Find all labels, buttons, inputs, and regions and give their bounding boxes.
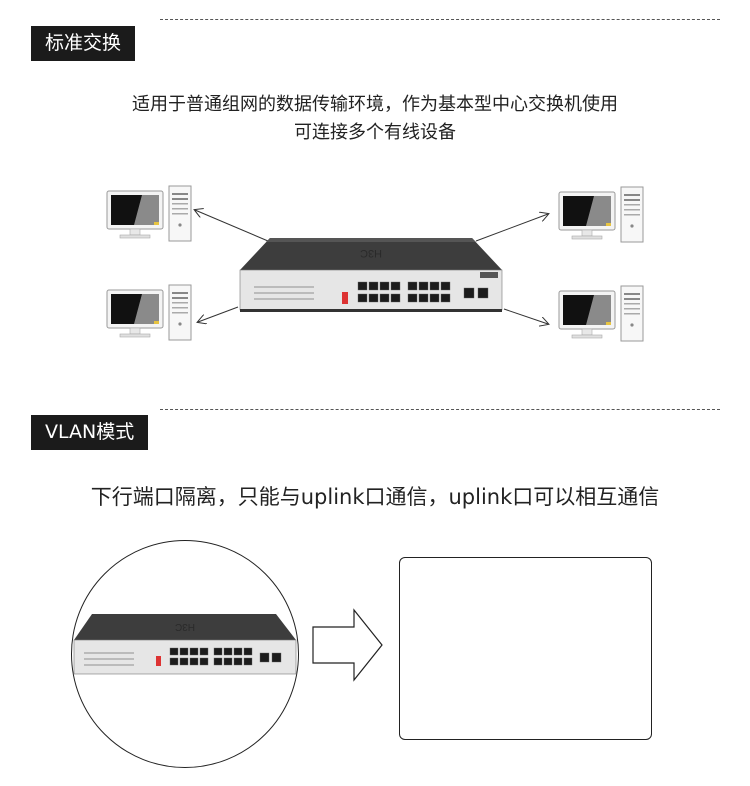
- svg-text:H3C: H3C: [360, 247, 382, 259]
- svg-text:H3C: H3C: [175, 621, 195, 632]
- arrow-icon: [503, 308, 548, 324]
- isolated-devices-box: [399, 557, 652, 740]
- section-tag-standard: 标准交换: [31, 26, 136, 61]
- section-tag-label: 标准交换: [45, 32, 122, 54]
- arrow-icon: [475, 214, 548, 242]
- arrow-icon: [312, 608, 383, 682]
- section1-description-line2: 可连接多个有线设备: [294, 122, 456, 143]
- switch-device: H3C: [239, 238, 503, 312]
- section1-description-line1: 适用于普通组网的数据传输环境，作为基本型中心交换机使用: [132, 94, 618, 115]
- computer-icon: [106, 284, 192, 341]
- section-tag-vlan: VLAN模式: [31, 415, 149, 450]
- arrow-icon: [198, 306, 239, 322]
- section-divider: [160, 19, 720, 20]
- computer-icon: [558, 285, 644, 342]
- section-divider: [160, 409, 720, 410]
- switch-zoom-circle: H3C: [71, 540, 299, 768]
- section-tag-label: VLAN模式: [45, 421, 135, 443]
- switch-device: H3C: [73, 614, 297, 675]
- section2-description: 下行端口隔离，只能与uplink口通信，uplink口可以相互通信: [90, 485, 660, 509]
- arrow-icon: [195, 210, 269, 242]
- computer-icon: [558, 186, 644, 243]
- computer-icon: [106, 185, 192, 242]
